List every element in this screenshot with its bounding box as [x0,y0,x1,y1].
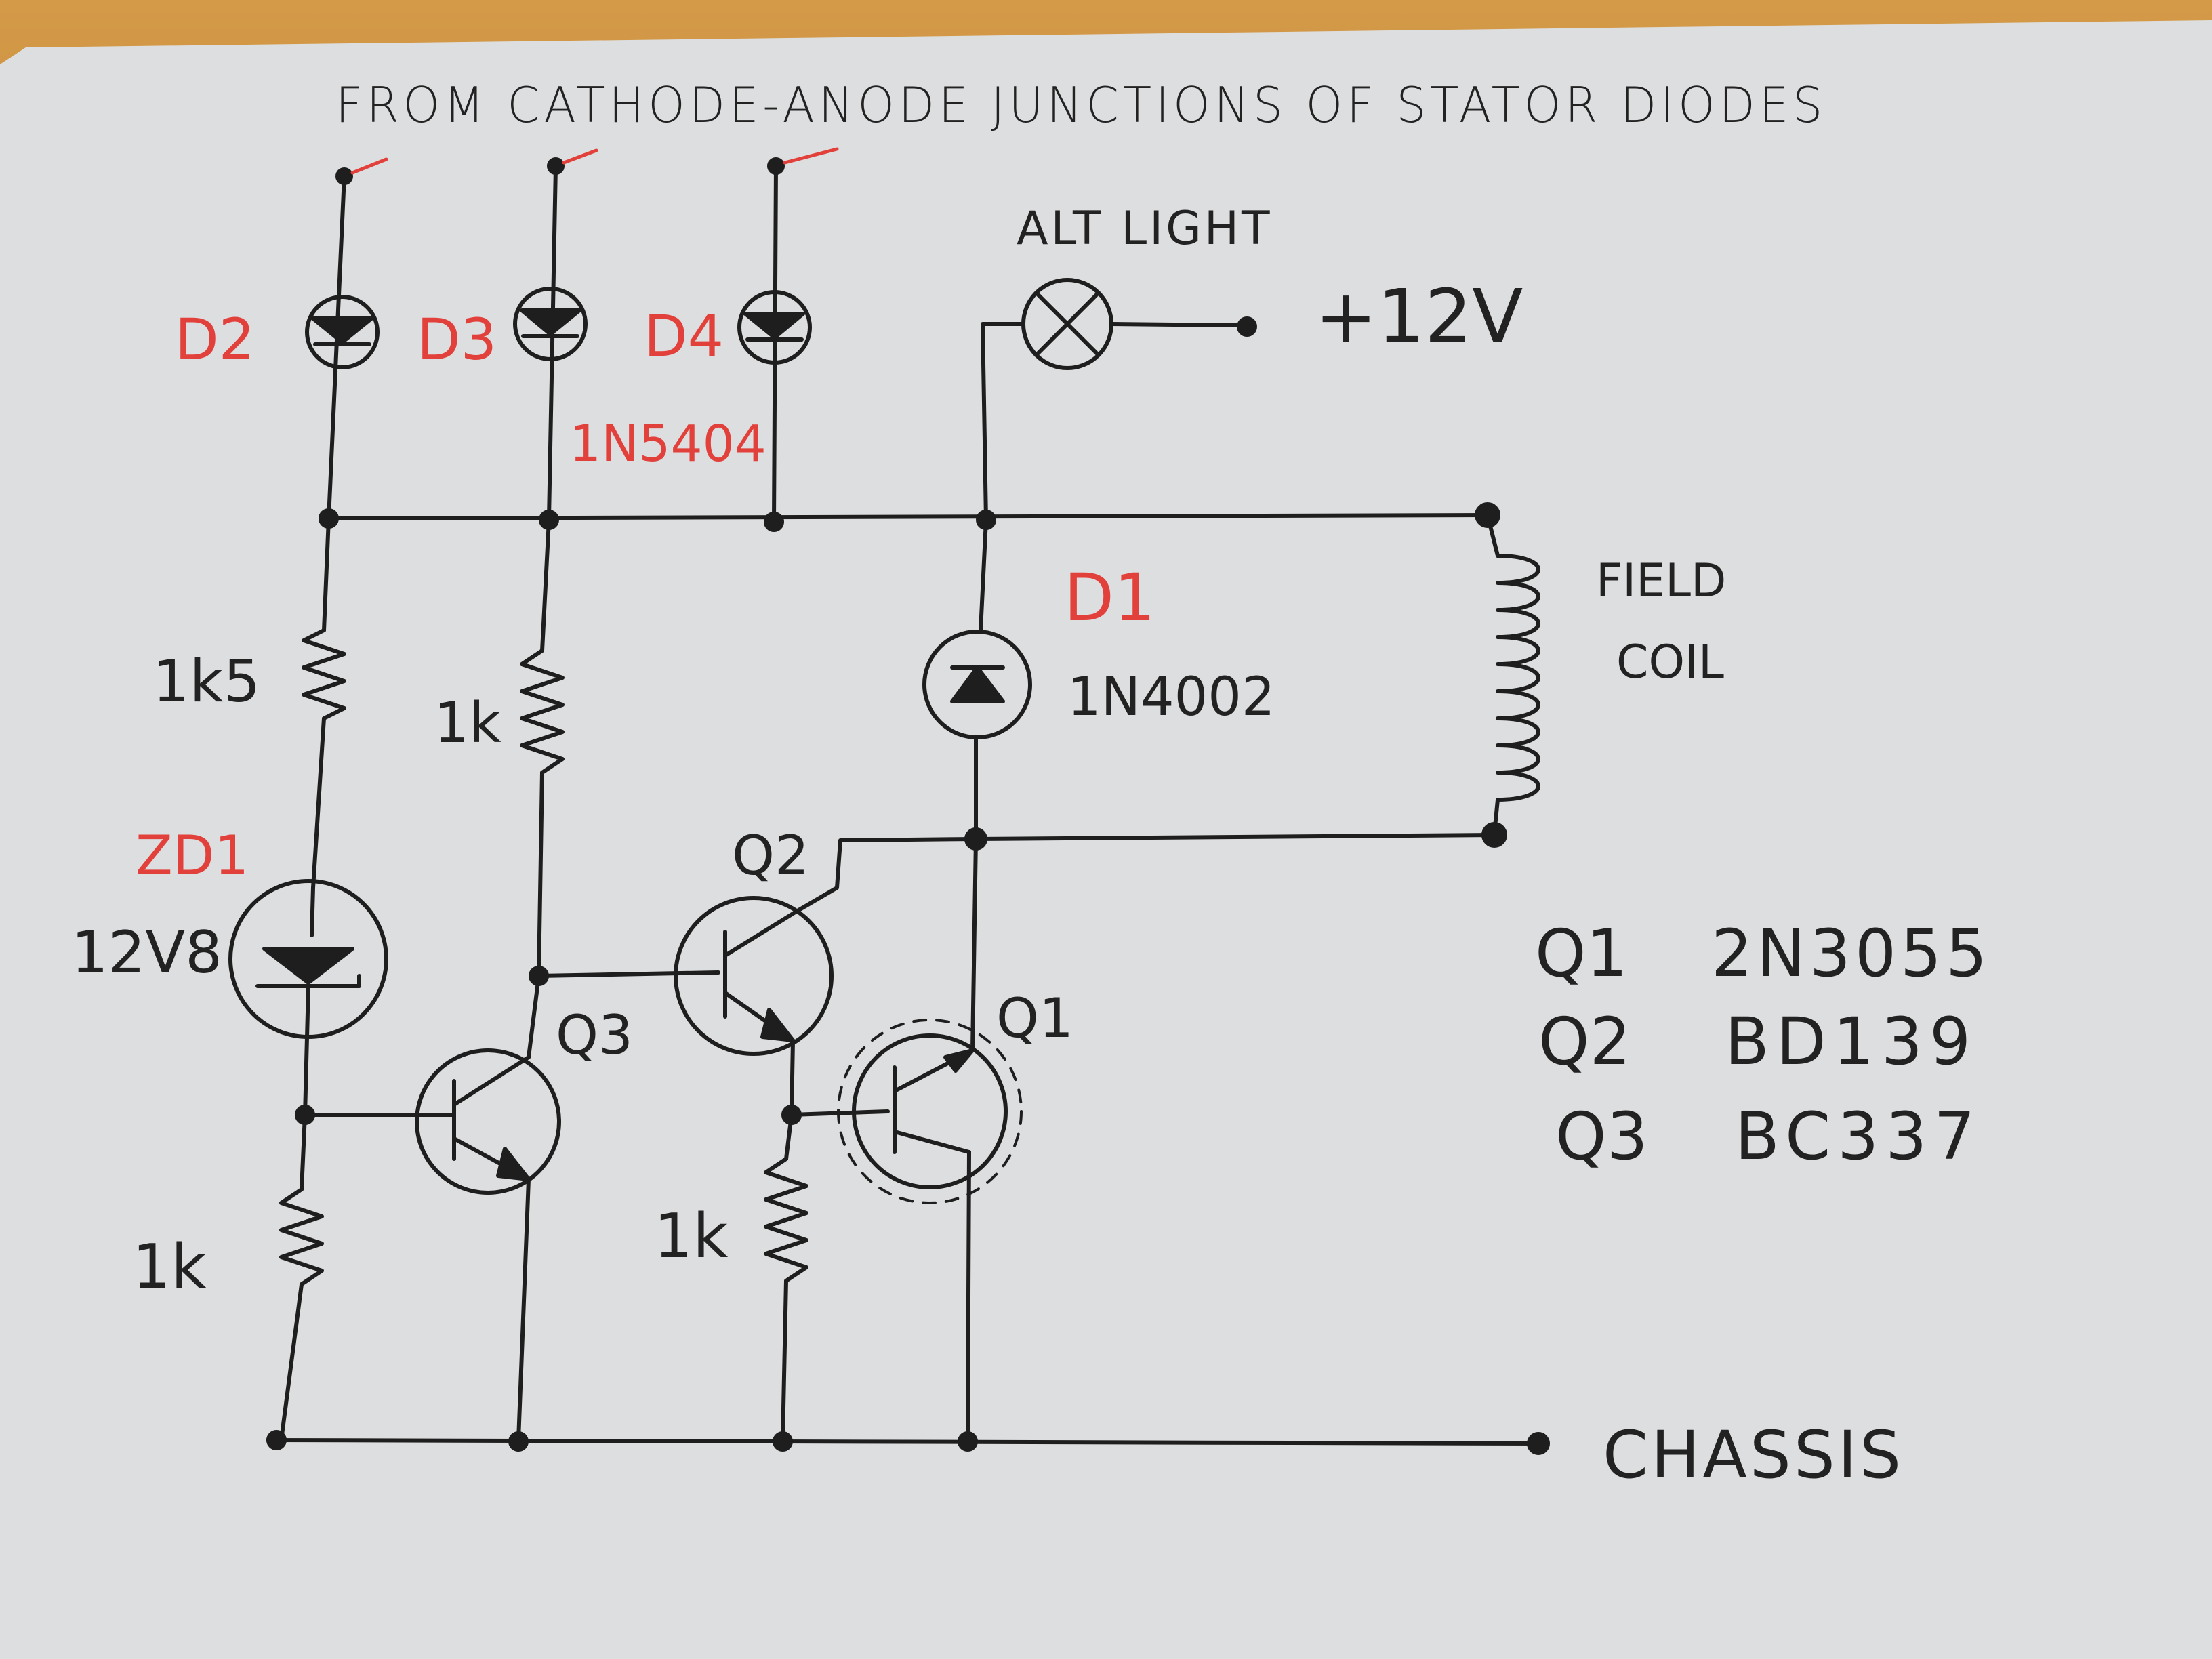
field-coil-symbol [974,513,1540,848]
parts-list-part: BC337 [1735,1099,1982,1174]
field-coil-label-line2: COIL [1616,636,1724,689]
chassis-rail [266,1438,1540,1446]
transistor-q1-symbol [790,1019,1023,1442]
resistor-1k-middle [520,518,565,978]
resistor-1k-right-label: 1k [654,1201,728,1272]
alt-light-label: ALT LIGHT [1017,202,1273,255]
diode-d1-part-label: 1N4002 [1067,667,1275,728]
transistor-q1-label: Q1 [996,987,1073,1050]
supply-voltage-label: +12V [1315,273,1523,360]
chassis-junctions [266,1430,1550,1455]
diode-d2-symbol [305,295,380,369]
diode-d1-symbol [922,518,1032,841]
diode-d4-symbol [737,290,812,365]
parts-list-part: 2N3055 [1711,916,1991,991]
diode-d4-label: D4 [644,303,724,369]
chassis-label: CHASSIS [1603,1417,1904,1493]
diode-d1-label: D1 [1064,560,1155,636]
resistor-1k-left [279,1113,324,1442]
transistor-q3-label: Q3 [556,1004,633,1067]
resistor-1k-left-label: 1k [132,1231,206,1303]
stator-diode-wires [327,164,778,524]
transistor-q2-label: Q2 [732,824,809,887]
zener-value-label: 12V8 [71,919,222,987]
parts-list-ref: Q1 [1535,916,1628,991]
collector-wire [970,837,978,1052]
parts-list-ref: Q3 [1555,1099,1648,1174]
alt-light-lamp [981,278,1257,522]
q2-base-wire [537,970,720,978]
header-title: FROM CATHODE-ANODE JUNCTIONS OF STATOR D… [335,77,1826,134]
diode-d3-symbol [513,287,588,361]
zener-zd1 [228,879,388,1117]
resistor-1k5 [302,516,346,890]
resistor-1k-right [764,1113,808,1442]
parts-list: Q1 2N3055 Q2 BD139 Q3 BC337 [1535,916,1991,1174]
transistor-q3-symbol [415,974,561,1442]
positive-rail [327,513,1490,520]
diode-d2-label: D2 [175,306,255,373]
resistor-1k5-label: 1k5 [152,648,260,716]
parts-list-part: BD139 [1725,1004,1978,1080]
stator-diode-part-label: 1N5404 [569,415,766,473]
parts-list-ref: Q2 [1538,1004,1631,1080]
field-coil-label-line1: FIELD [1596,554,1726,608]
transistor-q2-symbol [674,837,978,1117]
resistor-1k-middle-label: 1k [434,691,501,756]
diode-d3-label: D3 [417,306,497,373]
stator-input-terminals [335,147,839,185]
zener-name-label: ZD1 [136,824,249,887]
